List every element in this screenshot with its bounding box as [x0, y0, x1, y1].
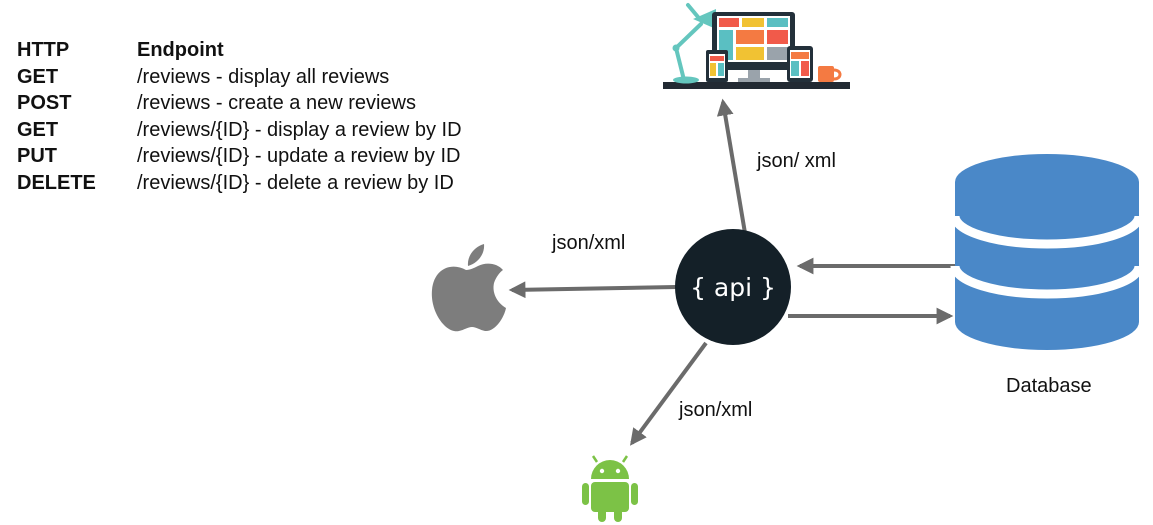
- database-cylinder-icon: [950, 154, 1144, 350]
- endpoint-description: /reviews - create a new reviews: [137, 92, 416, 114]
- arrows: [508, 98, 955, 446]
- header-endpoint: Endpoint: [137, 39, 224, 61]
- endpoint-description: /reviews - display all reviews: [137, 65, 390, 88]
- database-label: Database: [1006, 375, 1092, 397]
- desk: [663, 82, 850, 89]
- http-method: PUT: [17, 145, 57, 167]
- table-row: POST /reviews - create a new reviews: [17, 90, 462, 117]
- tablet: [706, 50, 728, 82]
- endpoint-table: HTTP Endpoint GET /reviews - display all…: [17, 37, 462, 196]
- api-hub-circle: [675, 229, 791, 345]
- mug: [818, 66, 842, 82]
- edge-label-apple: json/xml: [552, 232, 626, 254]
- http-method: GET: [17, 65, 59, 88]
- apple-logo-icon: [431, 244, 506, 332]
- header-http: HTTP: [17, 39, 70, 61]
- desktop-workspace-icon: [663, 3, 850, 89]
- endpoint-description: /reviews/{ID} - delete a review by ID: [137, 171, 454, 194]
- http-method: GET: [17, 118, 59, 141]
- table-row: DELETE /reviews/{ID} - delete a review b…: [17, 170, 462, 197]
- table-row: GET /reviews - display all reviews: [17, 64, 462, 91]
- arrow-api-to-android: [630, 341, 708, 446]
- arrow-api-to-apple: [508, 281, 677, 299]
- edge-label-web: json/ xml: [757, 150, 836, 172]
- endpoint-description: /reviews/{ID} - display a review by ID: [137, 118, 462, 141]
- phone: [787, 46, 813, 82]
- endpoint-description: /reviews/{ID} - update a review by ID: [137, 145, 461, 167]
- android-robot-icon: [582, 455, 638, 522]
- edge-label-android: json/xml: [679, 399, 753, 421]
- http-method: DELETE: [17, 171, 96, 194]
- arrow-api-to-web: [716, 98, 747, 234]
- lamp: [672, 3, 716, 84]
- table-header-row: HTTP Endpoint: [17, 37, 462, 64]
- table-row: PUT /reviews/{ID} - update a review by I…: [17, 143, 462, 170]
- table-row: GET /reviews/{ID} - display a review by …: [17, 117, 462, 144]
- http-method: POST: [17, 92, 72, 114]
- api-hub: { api }: [675, 229, 791, 345]
- api-hub-label: { api }: [690, 273, 776, 302]
